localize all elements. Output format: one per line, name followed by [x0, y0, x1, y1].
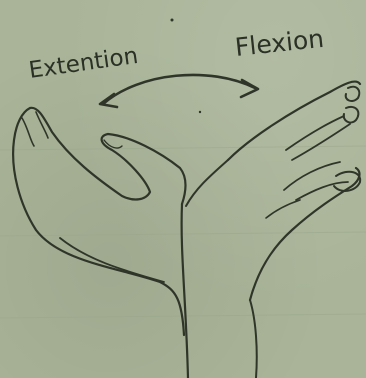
- pencil-dot: [170, 18, 174, 22]
- flexed-hand: [226, 80, 362, 302]
- extension-label: Extention: [27, 43, 140, 84]
- flexion-label: Flexion: [234, 24, 326, 62]
- extended-hand: [12, 106, 187, 337]
- pencil-dot: [198, 110, 202, 114]
- forearm: [180, 159, 258, 378]
- motion-arrow: [98, 73, 260, 109]
